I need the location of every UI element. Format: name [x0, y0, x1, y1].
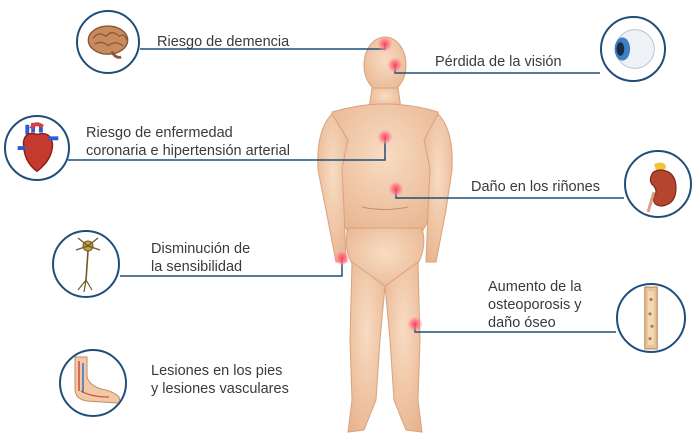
label-line: Pérdida de la visión	[435, 54, 562, 70]
kidney-icon	[624, 150, 692, 218]
heart-icon	[4, 115, 70, 181]
point-knee	[407, 316, 423, 332]
bone-icon	[616, 283, 686, 353]
eye-icon	[600, 16, 666, 82]
label-line: daño óseo	[488, 315, 556, 331]
label-line: Aumento de la	[488, 279, 582, 295]
affected-points	[334, 36, 423, 332]
label-sensitivity: Disminución de la sensibilidad	[151, 240, 250, 276]
human-body	[317, 36, 453, 433]
label-bone: Aumento de la osteoporosis y daño óseo	[488, 278, 582, 332]
label-line: coronaria e hipertensión arterial	[86, 143, 290, 159]
label-line: Daño en los riñones	[471, 179, 600, 195]
label-line: y lesiones vasculares	[151, 381, 289, 397]
label-dementia: Riesgo de demencia	[157, 33, 289, 51]
label-line: Lesiones en los pies	[151, 363, 283, 379]
foot-icon	[59, 349, 127, 417]
point-head	[377, 36, 393, 52]
label-vision: Pérdida de la visión	[435, 53, 562, 71]
label-line: Disminución de	[151, 241, 251, 257]
label-coronary: Riesgo de enfermedad coronaria e hiperte…	[86, 124, 290, 160]
neuron-icon	[52, 230, 120, 298]
point-kidney	[388, 181, 404, 197]
label-line: osteoporosis y	[488, 297, 582, 313]
point-chest	[377, 129, 393, 145]
label-feet: Lesiones en los pies y lesiones vascular…	[151, 362, 289, 398]
label-kidney: Daño en los riñones	[471, 178, 600, 196]
label-line: Riesgo de demencia	[157, 34, 290, 50]
point-eye	[387, 57, 403, 73]
label-line: Riesgo de enfermedad	[86, 125, 233, 141]
label-line: la sensibilidad	[151, 259, 243, 275]
brain-icon	[76, 10, 140, 74]
point-hand	[334, 250, 350, 266]
